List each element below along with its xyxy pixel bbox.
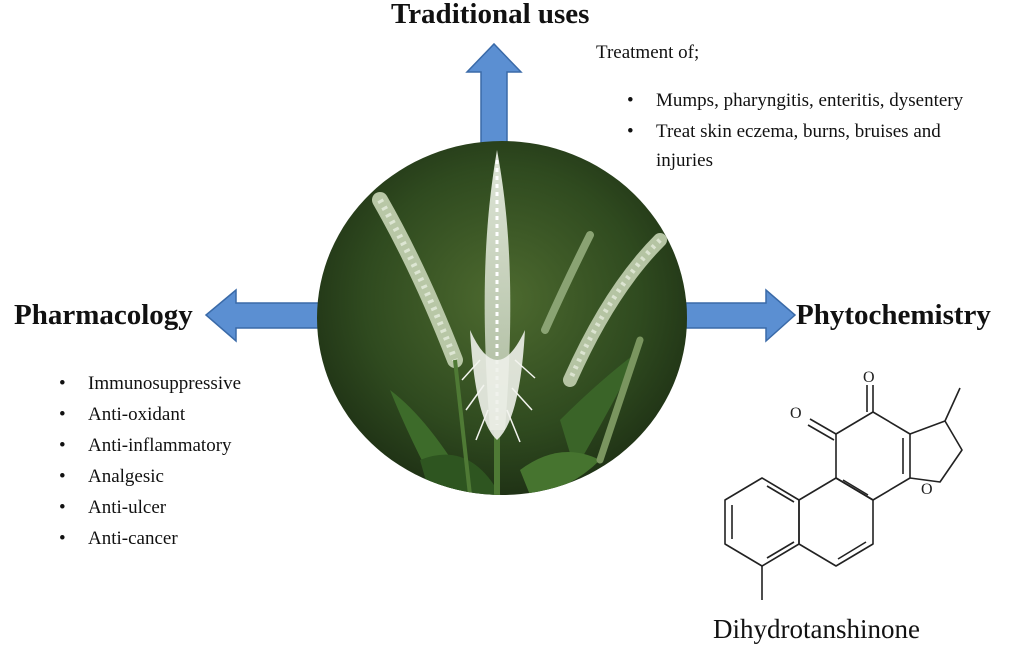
compound-name: Dihydrotanshinone — [713, 614, 920, 644]
list-item: Immunosuppressive — [59, 368, 319, 399]
pharmacology-heading: Pharmacology — [14, 299, 193, 331]
phytochemistry-heading: Phytochemistry — [796, 299, 991, 331]
traditional-intro: Treatment of; — [596, 42, 700, 63]
svg-text:O: O — [790, 405, 802, 422]
list-item: Anti-cancer — [59, 523, 319, 554]
list-item: Treat skin eczema, burns, bruises and in… — [627, 117, 967, 175]
list-item: Anti-ulcer — [59, 492, 319, 523]
list-item: Anti-inflammatory — [59, 430, 319, 461]
svg-text:O: O — [921, 481, 933, 498]
list-item: Analgesic — [59, 461, 319, 492]
pharmacology-list: Immunosuppressive Anti-oxidant Anti-infl… — [59, 368, 319, 554]
traditional-uses-list: Mumps, pharyngitis, enteritis, dysentery… — [627, 86, 967, 175]
arrow-right — [685, 288, 797, 343]
svg-text:O: O — [863, 369, 875, 386]
traditional-uses-heading: Traditional uses — [391, 0, 590, 30]
arrow-left — [204, 288, 326, 343]
list-item: Mumps, pharyngitis, enteritis, dysentery — [627, 86, 967, 115]
list-item: Anti-oxidant — [59, 399, 319, 430]
